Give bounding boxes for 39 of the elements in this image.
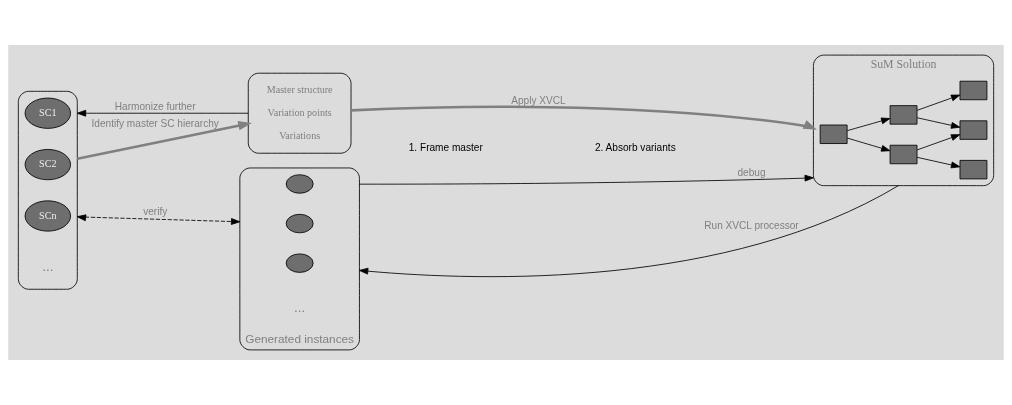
node-box [959,120,988,140]
label: ... [294,299,306,315]
node-ellipse [285,253,314,273]
node-ellipse: SC2 [24,149,71,181]
arrow [359,174,814,185]
arrow [916,156,961,169]
arrow [846,117,891,132]
node-ellipse: SC1 [24,97,71,129]
arrow [846,137,891,152]
arrow [77,120,252,160]
node-box [819,124,848,144]
arrow [916,94,961,111]
node-ellipse [285,174,314,194]
arrow [916,117,961,129]
cluster [17,90,78,290]
edge-label: Run XVCL processor [704,220,799,232]
node-box [889,144,918,165]
arrow [916,134,961,151]
label: 1. Frame master [408,142,483,154]
node-label: Generated instances [245,332,355,346]
node-ellipse: SCn [24,200,71,232]
edge-label: verify [143,205,168,217]
edge-label: Apply XVCL [511,95,566,107]
arrow [351,105,817,130]
cluster [239,167,360,351]
node-box: Master structure Variation points Variations [247,72,352,154]
label: 2. Absorb variants [594,142,676,154]
node-box [889,105,918,125]
edge-label: debug [737,167,766,179]
arrow [76,109,249,117]
node-box [959,80,988,101]
arrow [76,214,241,225]
edge-label: Harmonize further [114,101,196,113]
node-ellipse [285,213,314,234]
node-box [959,159,988,180]
label: ... [42,258,54,274]
arrow [359,185,899,277]
cluster: SuM Solution [813,54,995,187]
edge-label: Identify master SC hierarchy [91,118,219,130]
